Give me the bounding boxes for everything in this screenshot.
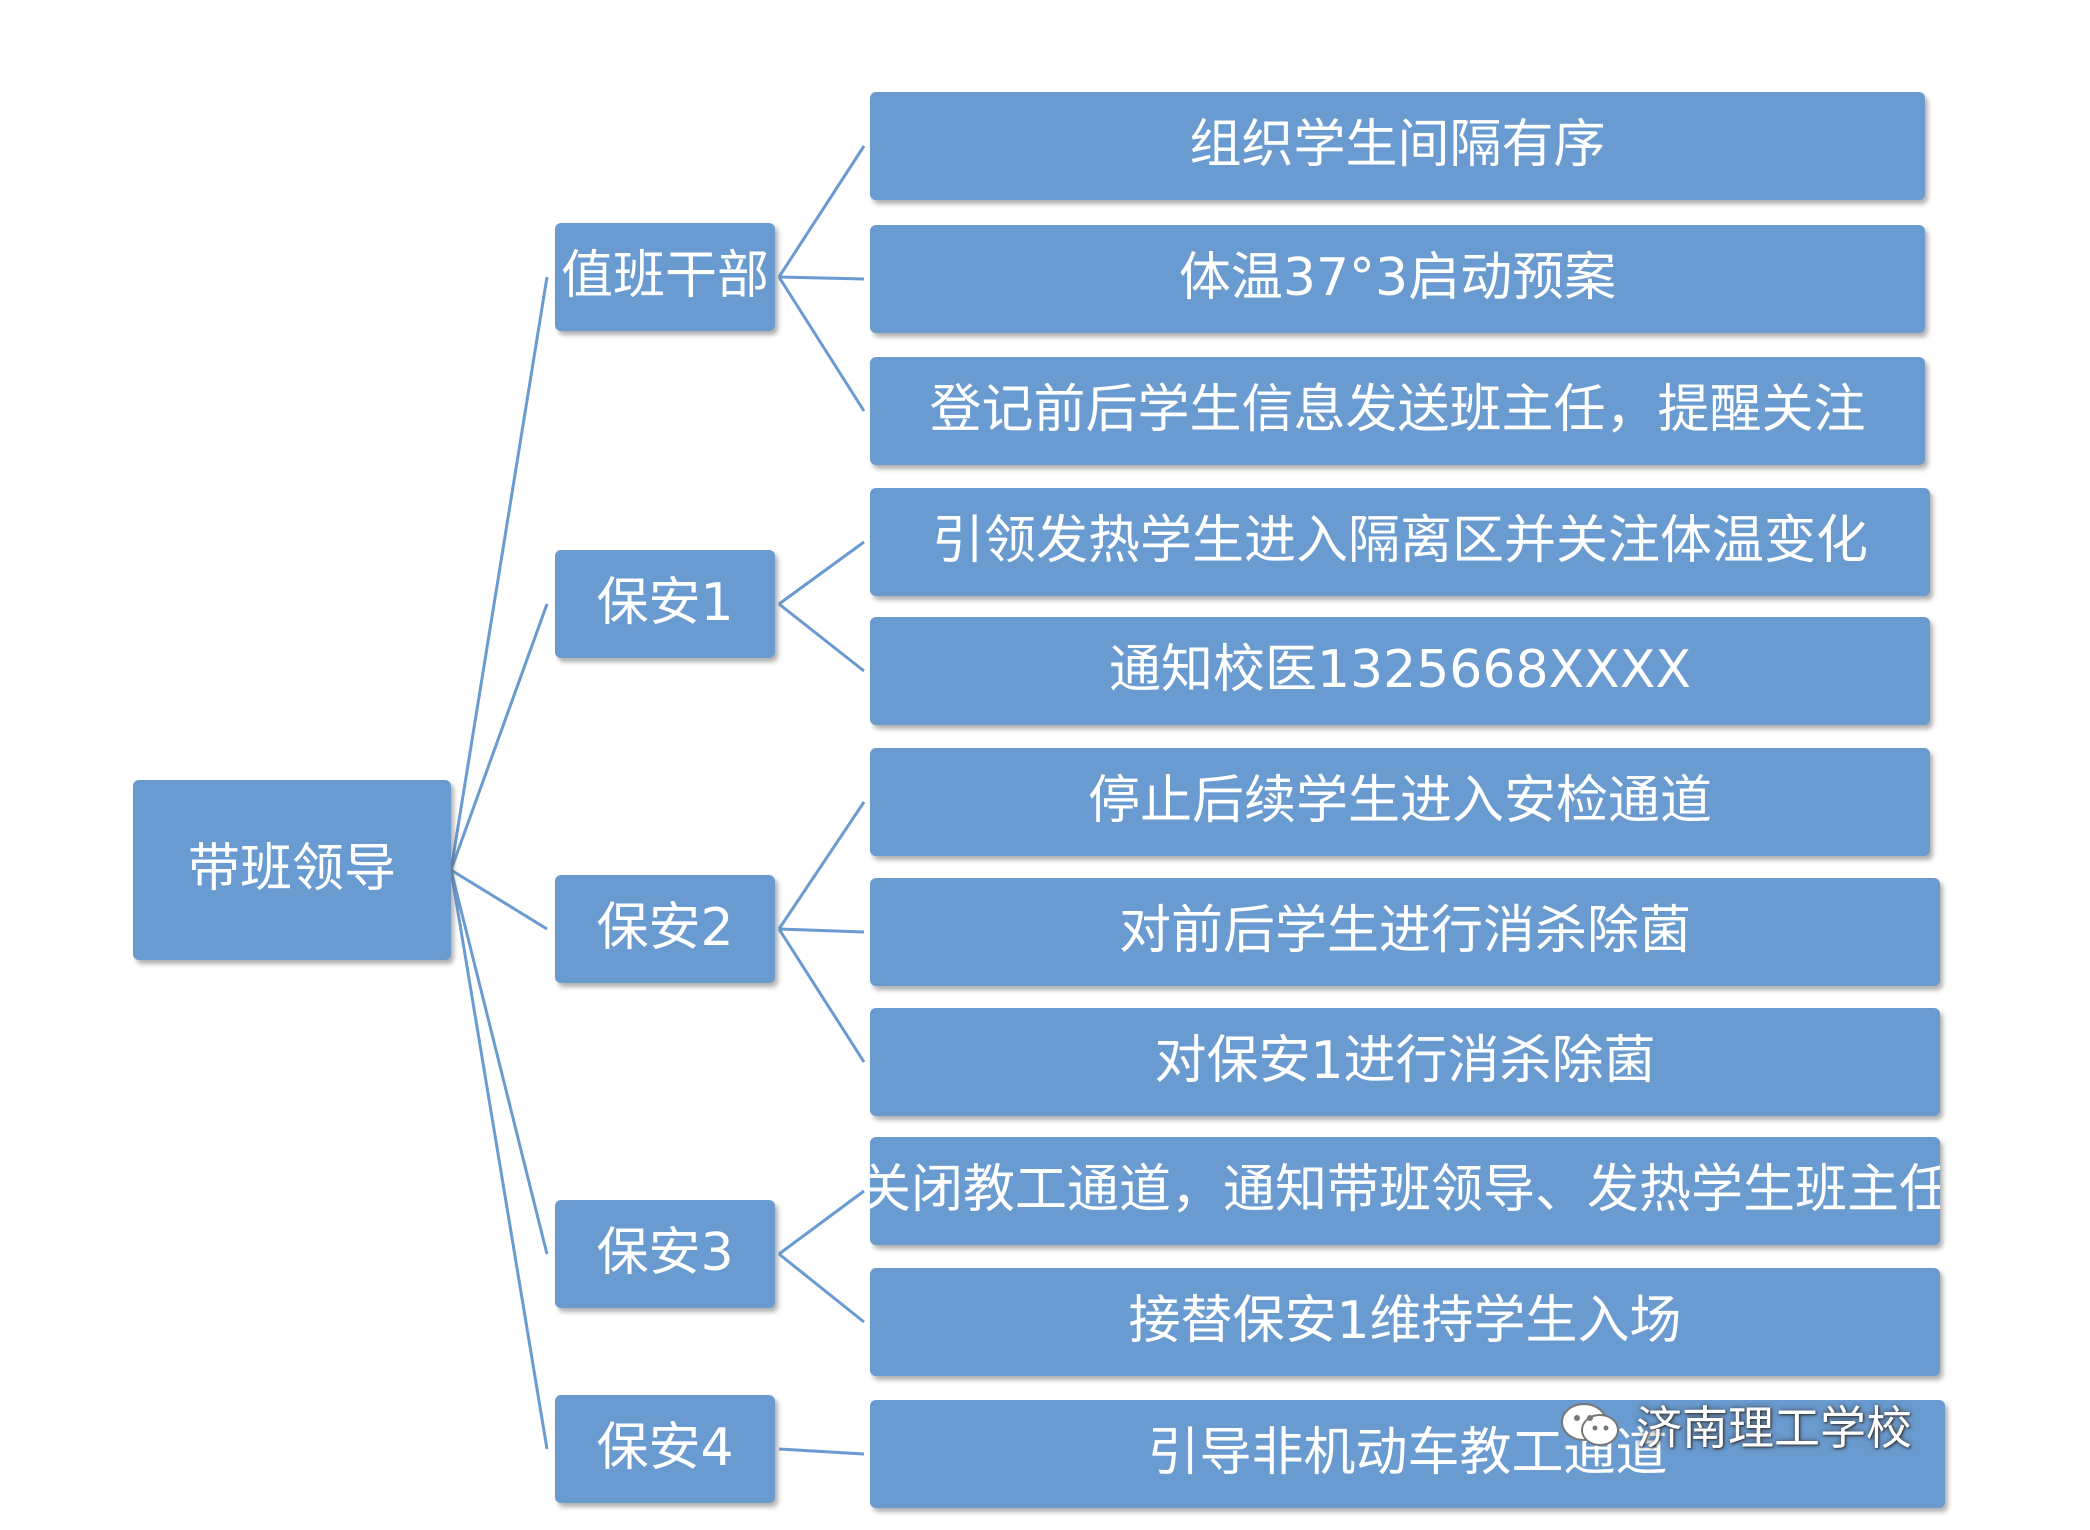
connector-role-task-9 bbox=[778, 1189, 865, 1256]
task-node-2-label: 体温37°3启动预案 bbox=[1178, 248, 1617, 309]
role-node-1: 值班干部 bbox=[555, 223, 775, 331]
task-node-9: 关闭教工通道，通知带班领导、发热学生班主任 bbox=[870, 1137, 1940, 1245]
task-node-1: 组织学生间隔有序 bbox=[870, 92, 1925, 200]
task-node-8-label: 对保安1进行消杀除菌 bbox=[1154, 1031, 1656, 1092]
connector-root-role-5 bbox=[449, 869, 549, 1450]
root-node-label: 带班领导 bbox=[187, 839, 396, 900]
task-node-3: 登记前后学生信息发送班主任，提醒关注 bbox=[870, 357, 1925, 465]
task-node-5-label: 通知校医1325668XXXX bbox=[1108, 640, 1692, 701]
connector-role-task-5 bbox=[778, 602, 865, 673]
task-node-7: 对前后学生进行消杀除菌 bbox=[870, 878, 1940, 986]
task-node-6: 停止后续学生进入安检通道 bbox=[870, 748, 1930, 856]
task-node-4: 引领发热学生进入隔离区并关注体温变化 bbox=[870, 488, 1930, 596]
task-node-1-label: 组织学生间隔有序 bbox=[1189, 115, 1606, 176]
task-node-3-label: 登记前后学生信息发送班主任，提醒关注 bbox=[929, 380, 1866, 441]
role-node-2: 保安1 bbox=[555, 550, 775, 658]
connector-role-task-1 bbox=[777, 145, 866, 278]
role-node-2-label: 保安1 bbox=[596, 573, 734, 634]
task-node-7-label: 对前后学生进行消杀除菌 bbox=[1118, 901, 1691, 962]
connector-root-role-1 bbox=[449, 276, 549, 871]
connector-role-task-6 bbox=[777, 801, 866, 930]
connector-root-role-2 bbox=[449, 603, 549, 871]
role-node-1-label: 值班干部 bbox=[560, 246, 769, 307]
task-node-11: 引导非机动车教工通道 bbox=[870, 1400, 1945, 1508]
watermark: 济南理工学校 bbox=[1560, 1390, 1912, 1460]
watermark-text: 济南理工学校 bbox=[1636, 1401, 1912, 1455]
root-node: 带班领导 bbox=[133, 780, 451, 960]
role-node-4: 保安3 bbox=[555, 1200, 775, 1308]
connector-role-task-10 bbox=[778, 1252, 865, 1324]
connector-role-task-7 bbox=[778, 927, 865, 934]
task-node-10: 接替保安1维持学生入场 bbox=[870, 1268, 1940, 1376]
task-node-5: 通知校医1325668XXXX bbox=[870, 617, 1930, 725]
connector-root-role-3 bbox=[450, 868, 548, 931]
task-node-2: 体温37°3启动预案 bbox=[870, 225, 1925, 333]
connector-role-task-8 bbox=[777, 928, 866, 1063]
task-node-10-label: 接替保安1维持学生入场 bbox=[1128, 1291, 1682, 1352]
connector-role-task-11 bbox=[778, 1447, 865, 1456]
task-node-9-label: 关闭教工通道，通知带班领导、发热学生班主任 bbox=[870, 1160, 1940, 1221]
task-node-8: 对保安1进行消杀除菌 bbox=[870, 1008, 1940, 1116]
connector-root-role-4 bbox=[449, 869, 549, 1255]
wechat-icon bbox=[1560, 1400, 1622, 1450]
connector-role-task-4 bbox=[778, 540, 865, 606]
role-node-5-label: 保安4 bbox=[596, 1418, 734, 1479]
connector-role-task-2 bbox=[778, 275, 865, 281]
role-node-3: 保安2 bbox=[555, 875, 775, 983]
connector-role-task-3 bbox=[777, 276, 866, 412]
role-node-3-label: 保安2 bbox=[596, 898, 734, 959]
role-node-5: 保安4 bbox=[555, 1395, 775, 1503]
task-node-4-label: 引领发热学生进入隔离区并关注体温变化 bbox=[931, 511, 1868, 572]
task-node-6-label: 停止后续学生进入安检通道 bbox=[1087, 771, 1712, 832]
role-node-4-label: 保安3 bbox=[596, 1223, 734, 1284]
